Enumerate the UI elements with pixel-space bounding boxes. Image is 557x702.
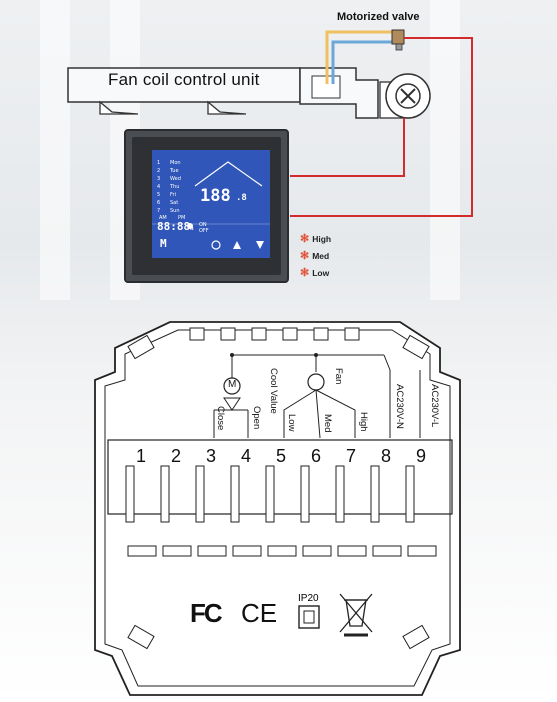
terminal-number: 3 (205, 446, 216, 466)
lcd-day-number: 5 (157, 192, 161, 198)
label-fan: Fan (333, 368, 344, 385)
fan-symbol (307, 373, 325, 391)
terminal-number: 7 (345, 446, 356, 466)
mount-foot-right (207, 100, 247, 115)
lcd-temperature-decimal: .8 (236, 193, 247, 203)
mode-button[interactable]: M (160, 237, 167, 250)
fan-speed-low: ✻Low (300, 266, 329, 279)
down-button[interactable] (256, 241, 264, 249)
fan-icon: ✻ (300, 250, 310, 262)
label-ac230v-n: AC230V-N (394, 384, 405, 429)
lcd-day: Wed (170, 176, 181, 182)
label-low: Low (286, 414, 297, 432)
ip20-label: IP20 (298, 593, 319, 604)
terminal-number: 5 (275, 446, 286, 466)
terminal-number: 1 (135, 446, 146, 466)
lcd-hour-unit: h (190, 225, 194, 232)
terminal-slots (125, 465, 415, 523)
lcd-day-number: 3 (157, 176, 161, 182)
fan-icon: ✻ (300, 267, 310, 279)
junction-dot (230, 353, 234, 357)
lcd-day-number: 4 (157, 184, 161, 190)
corner-tab-bl (127, 624, 155, 650)
terminal-number: 9 (415, 446, 426, 466)
pipe-yellow (325, 30, 396, 84)
fc-logo: FC (190, 598, 223, 628)
back-panel-inner-outline (104, 329, 451, 687)
corner-tab-br (402, 624, 430, 650)
pipe-blue (331, 40, 396, 84)
ce-logo: CE (241, 598, 278, 628)
fan-speed-label: Med (312, 251, 330, 261)
terminal-number: 2 (170, 446, 181, 466)
fan-speed-med: ✻Med (300, 249, 329, 262)
terminal-number: 6 (310, 446, 321, 466)
lcd-day-number: 6 (157, 200, 161, 206)
terminal-number: 4 (240, 446, 251, 466)
lcd-day: Fri (170, 192, 176, 198)
house-outline (194, 161, 263, 187)
flame-icon (187, 223, 193, 229)
fan-speed-label: Low (312, 268, 330, 278)
motor-label: M (228, 379, 237, 390)
lcd-am: AM (159, 215, 167, 221)
terminal-strip (107, 439, 453, 515)
lcd-time: 88:88 (157, 220, 191, 233)
corner-tab-tr (402, 334, 430, 360)
wire-fan-to-thermostat (290, 118, 405, 177)
valve-symbol (223, 397, 241, 411)
lcd-day-number: 2 (157, 168, 161, 174)
background-stripe (430, 0, 460, 300)
ip-inner-box (303, 610, 315, 624)
lcd-day: Sun (170, 208, 180, 214)
fan-speed-label: High (312, 234, 332, 244)
lcd-off: OFF (199, 228, 209, 234)
lcd-on: ON (199, 222, 207, 228)
wiring-diagram (67, 29, 473, 283)
terminal-number: 8 (380, 446, 391, 466)
back-panel-outline (94, 321, 461, 696)
lcd-pm: PM (178, 215, 186, 221)
label-open: Open (251, 406, 262, 430)
label-ac230v-l: AC230V-L (429, 384, 440, 428)
fan-icon: ✻ (300, 233, 310, 245)
ip-box (298, 605, 320, 629)
fan-coil-unit-title: Fan coil control unit (108, 70, 260, 89)
terminal-back-panel (94, 321, 461, 696)
wire-valve-to-thermostat (290, 37, 473, 217)
top-notches (189, 327, 360, 341)
lcd-day: Thu (170, 184, 180, 190)
lcd-temperature: 188 (200, 186, 231, 206)
background-stripe (40, 0, 70, 300)
lcd-day: Mon (170, 160, 181, 166)
motorized-valve-title: Motorized valve (337, 11, 420, 23)
junction-dot (314, 353, 318, 357)
up-button[interactable] (233, 241, 241, 249)
connector-blocks (127, 545, 437, 557)
lcd-day: Tue (170, 168, 179, 174)
valve-stem (395, 43, 403, 51)
label-cool-value: Cool Value (268, 368, 279, 414)
corner-tab-tl (127, 334, 155, 360)
blower-cross (400, 88, 416, 104)
power-button[interactable] (211, 240, 221, 250)
mount-foot-left (99, 100, 139, 115)
thermostat-lcd (152, 150, 270, 258)
label-high: High (358, 412, 369, 432)
lcd-day-number: 7 (157, 208, 161, 214)
lcd-day-number: 1 (157, 160, 161, 166)
motorized-valve-icon (391, 29, 405, 45)
fan-speed-high: ✻High (300, 232, 331, 245)
label-close: Close (215, 406, 226, 431)
weee-bin-icon (339, 593, 373, 637)
label-med: Med (322, 414, 333, 433)
schematic-lines (213, 354, 421, 439)
lcd-day: Sat (170, 200, 179, 206)
motor-symbol (223, 377, 241, 395)
